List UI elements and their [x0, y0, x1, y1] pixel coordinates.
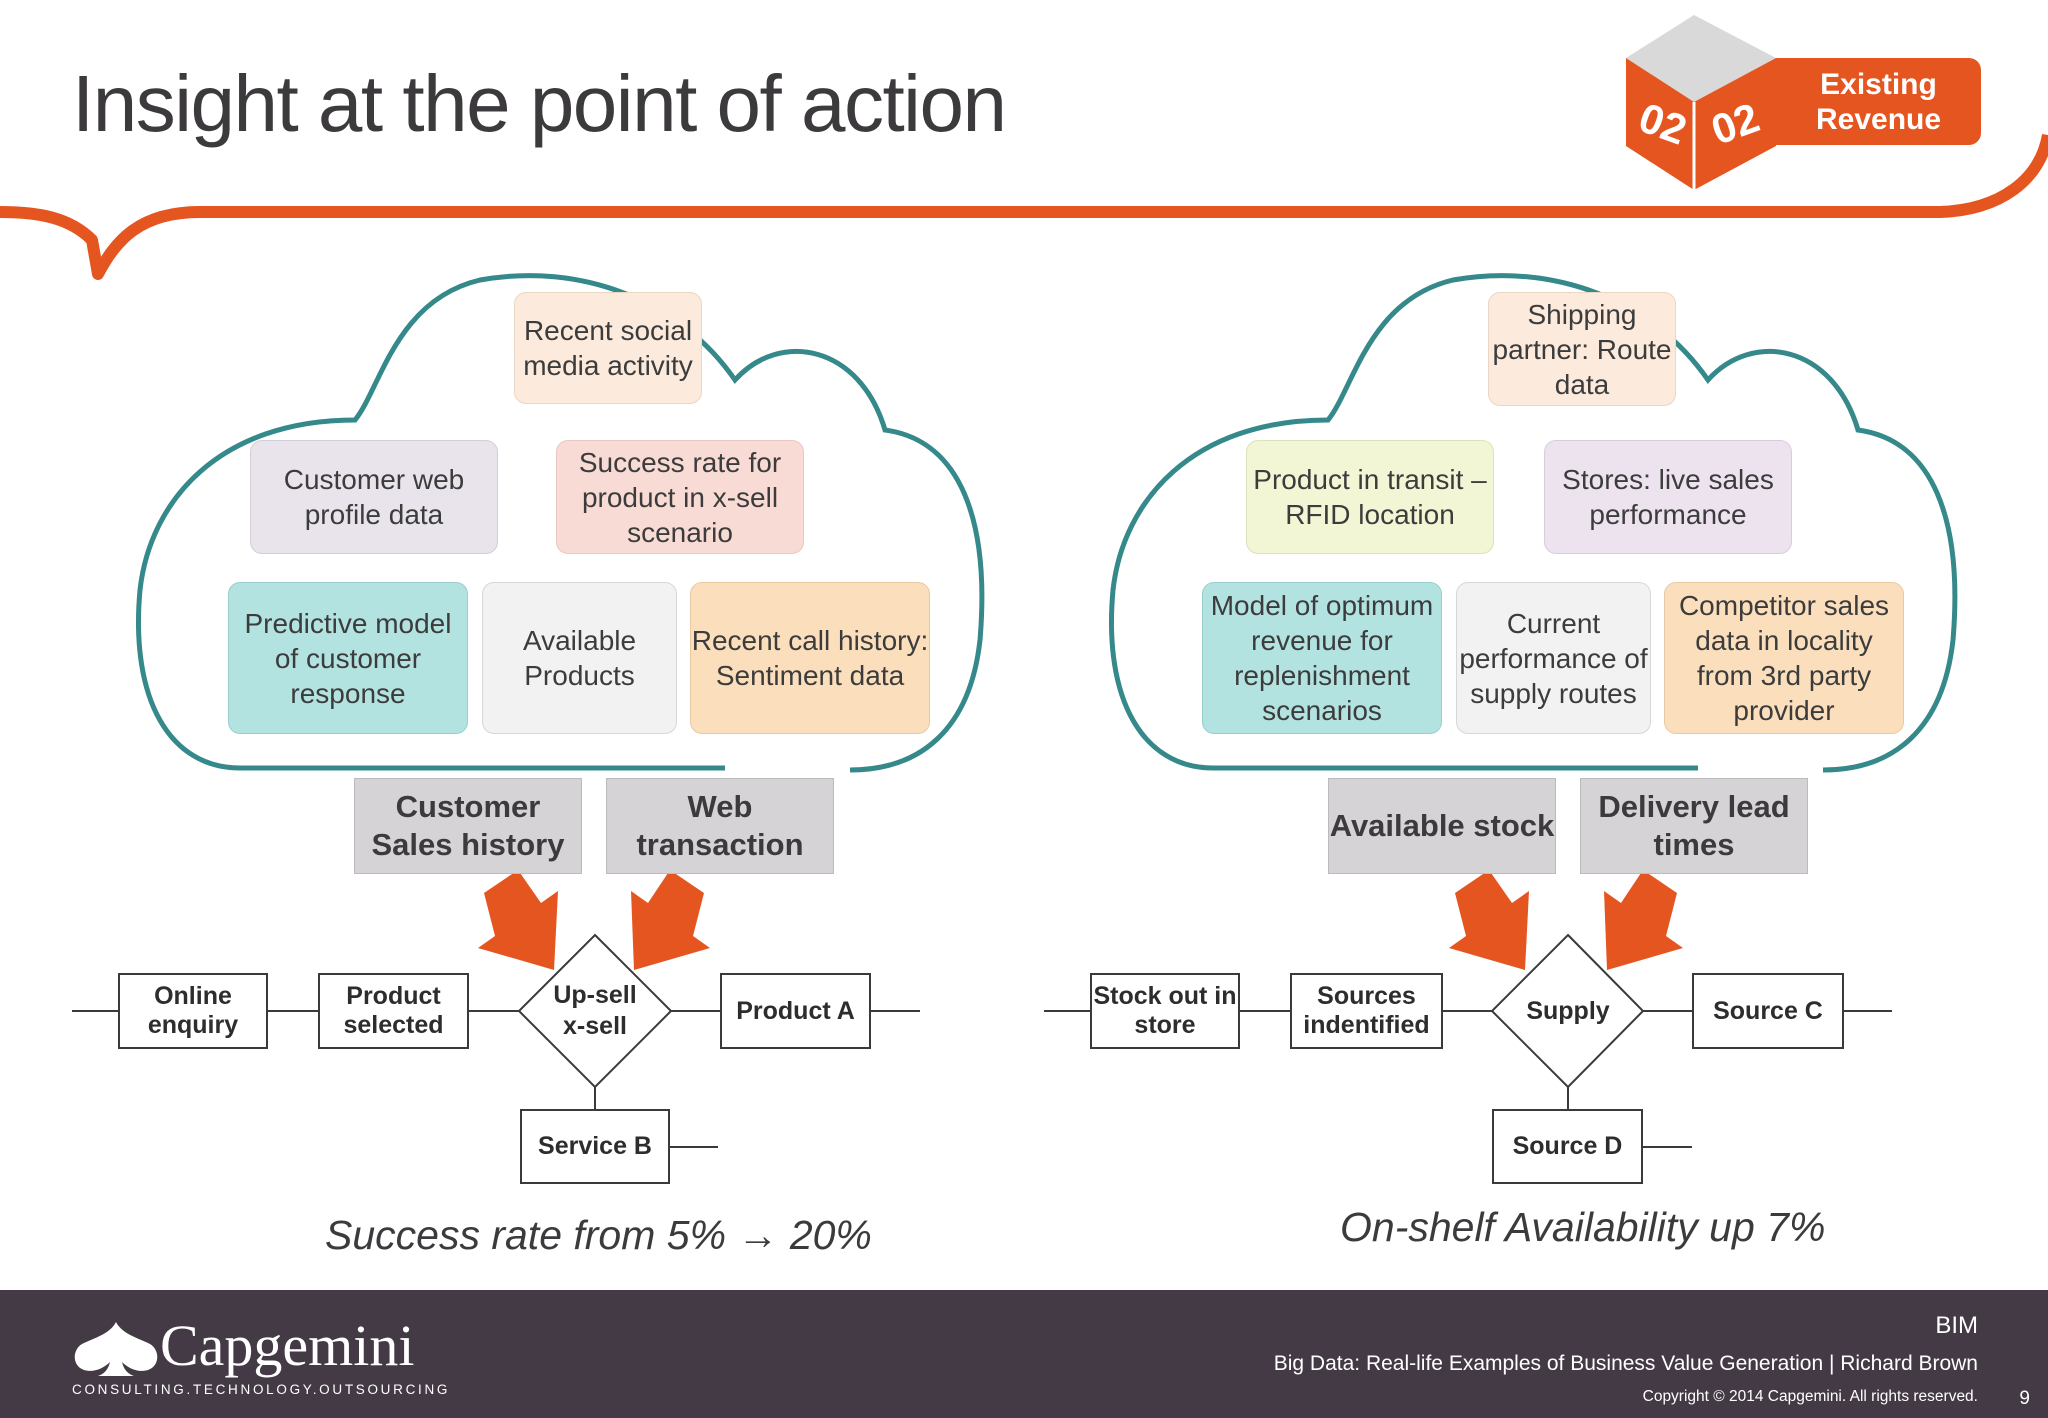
- existing-revenue-badge: Existing Revenue: [1776, 58, 1981, 145]
- supply-decision-diamond: [1490, 933, 1645, 1089]
- page-number: 9: [2019, 1388, 2030, 1409]
- capgemini-spade-icon: [74, 1322, 158, 1376]
- flow-product-selected: Product selected: [318, 973, 469, 1049]
- flow-product-a: Product A: [720, 973, 871, 1049]
- cloud-item-revenue-model: Model of optimum revenue for replenishme…: [1202, 582, 1442, 734]
- cube-right-face: [1694, 58, 1776, 190]
- header-swoosh-line: [0, 133, 2048, 280]
- flow-upsell-label: Up-sell x-sell: [553, 981, 637, 1040]
- cloud-item-supply-routes: Current performance of supply routes: [1456, 582, 1651, 734]
- source-delivery-lead-times: Delivery lead times: [1580, 778, 1808, 874]
- arrow-right-1: [1449, 870, 1529, 970]
- header-decoration: 02 02: [0, 15, 2048, 280]
- page-title: Insight at the point of action: [72, 59, 1007, 148]
- cloud-item-web-profile: Customer web profile data: [250, 440, 498, 554]
- cloud-item-competitor-sales: Competitor sales data in locality from 3…: [1664, 582, 1904, 734]
- right-flow-connectors: [1044, 1010, 1892, 1148]
- cloud-item-social-media: Recent social media activity: [514, 292, 702, 404]
- upsell-decision-diamond: [517, 933, 673, 1089]
- source-web-transaction: Web transaction: [606, 778, 834, 874]
- source-available-stock: Available stock: [1328, 778, 1556, 874]
- flow-source-c: Source C: [1692, 973, 1844, 1049]
- source-customer-sales-history: Customer Sales history: [354, 778, 582, 874]
- diagram-shapes: [72, 0, 2048, 1148]
- footer-bar: Capgemini CONSULTING.TECHNOLOGY.OUTSOURC…: [0, 1290, 2048, 1418]
- right-result-text: On-shelf Availability up 7%: [1340, 1204, 1826, 1250]
- cloud-item-predictive-model: Predictive model of customer response: [228, 582, 468, 734]
- footer-subtitle: Big Data: Real-life Examples of Business…: [1273, 1352, 1978, 1375]
- footer-tag: BIM: [1935, 1312, 1978, 1339]
- capgemini-logo-text: Capgemini: [160, 1313, 415, 1378]
- capgemini-tagline: CONSULTING.TECHNOLOGY.OUTSOURCING: [72, 1382, 451, 1397]
- cloud-item-store-live-sales: Stores: live sales performance: [1544, 440, 1792, 554]
- footer-copyright: Copyright © 2014 Capgemini. All rights r…: [1642, 1388, 1978, 1405]
- arrow-right-2: [1604, 870, 1683, 970]
- flow-sources-identified: Sources indentified: [1290, 973, 1443, 1049]
- flow-online-enquiry: Online enquiry: [118, 973, 268, 1049]
- flow-service-b: Service B: [520, 1109, 670, 1184]
- cloud-item-shipping-partner: Shipping partner: Route data: [1488, 292, 1676, 406]
- cloud-item-xsell-success: Success rate for product in x-sell scena…: [556, 440, 804, 554]
- cloud-item-product-in-transit: Product in transit – RFID location: [1246, 440, 1494, 554]
- flow-stock-out: Stock out in store: [1090, 973, 1240, 1049]
- arrow-left-2: [631, 870, 710, 970]
- cloud-item-call-history: Recent call history: Sentiment data: [690, 582, 930, 734]
- flow-source-d: Source D: [1492, 1109, 1643, 1184]
- left-flow-connectors: [72, 1010, 920, 1148]
- left-result-text: Success rate from 5% → 20%: [325, 1212, 872, 1258]
- flow-supply-label: Supply: [1526, 996, 1610, 1025]
- cube-left-face: [1626, 58, 1694, 190]
- arrow-left-1: [478, 870, 558, 970]
- cloud-item-available-products: Available Products: [482, 582, 677, 734]
- cube-top-face: [1626, 15, 1776, 102]
